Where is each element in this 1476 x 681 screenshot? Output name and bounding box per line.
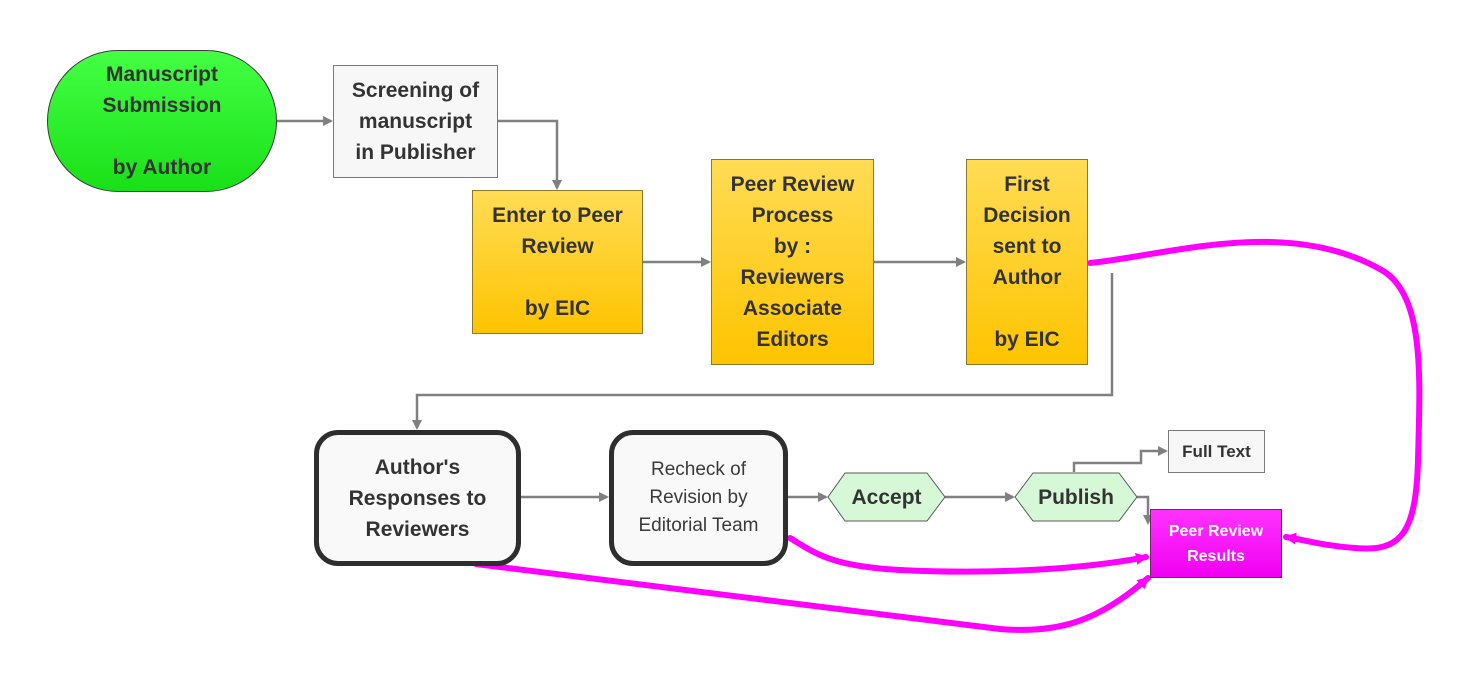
full-text-node[interactable]: Full Text — [1168, 430, 1265, 473]
peer-review-process-label: Peer Review Process by : Reviewers Assoc… — [730, 173, 855, 351]
publish-hexagon[interactable] — [1014, 472, 1138, 522]
feedback-paths — [473, 238, 1423, 633]
flow-connectors — [277, 116, 1168, 525]
recheck-revision-node[interactable]: Recheck of Revision by Editorial Team — [609, 430, 788, 566]
connector-first-to-responses — [412, 273, 1114, 430]
screening-node[interactable]: Screening of manuscript in Publisher — [333, 65, 498, 178]
accept-hexagon[interactable] — [827, 472, 946, 522]
peer-review-process-node[interactable]: Peer Review Process by : Reviewers Assoc… — [711, 159, 874, 365]
publish-label: Publish — [1038, 485, 1114, 509]
recheck-revision-label: Recheck of Revision by Editorial Team — [638, 459, 759, 536]
manuscript-submission-node[interactable]: Manuscript Submission by Author — [47, 50, 277, 192]
connector-publish-to-results — [1137, 495, 1153, 525]
enter-peer-review-label: Enter to Peer Review by EIC — [492, 204, 623, 320]
peer-review-results-node[interactable]: Peer Review Results — [1150, 509, 1282, 578]
connector-screening-to-enter — [498, 119, 562, 190]
author-responses-label: Author's Responses to Reviewers — [348, 455, 487, 541]
author-responses-node[interactable]: Author's Responses to Reviewers — [314, 430, 521, 566]
manuscript-submission-label: Manuscript Submission by Author — [102, 63, 222, 179]
feedback-recheck-to-results — [787, 535, 1149, 575]
accept-node[interactable]: Accept — [828, 473, 945, 521]
peer-review-results-label: Peer Review Results — [1168, 522, 1264, 565]
accept-label: Accept — [851, 485, 922, 509]
screening-label: Screening of manuscript in Publisher — [351, 79, 480, 164]
feedback-first-decision-to-results — [1087, 238, 1423, 552]
connector-publish-to-fulltext — [1072, 446, 1168, 472]
publish-node[interactable]: Publish — [1015, 473, 1137, 521]
enter-peer-review-node[interactable]: Enter to Peer Review by EIC — [472, 190, 643, 334]
feedback-responses-to-results — [473, 561, 1151, 633]
first-decision-label: First Decision sent to Author by EIC — [983, 173, 1071, 351]
full-text-label: Full Text — [1182, 441, 1251, 461]
first-decision-node[interactable]: First Decision sent to Author by EIC — [966, 159, 1088, 365]
